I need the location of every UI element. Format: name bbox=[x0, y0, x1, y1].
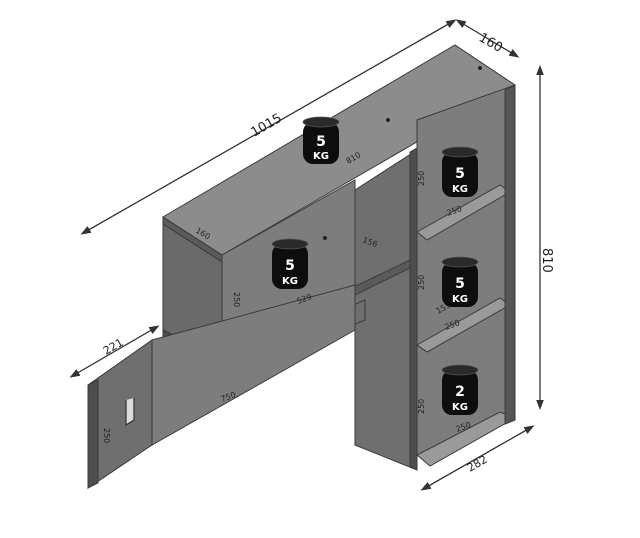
dim-hook-panel-depth: 221 bbox=[101, 336, 126, 358]
hook-panel-edge bbox=[87, 379, 99, 489]
weight-value: 5 bbox=[316, 134, 326, 150]
dim-hook-panel-height: 250 bbox=[102, 428, 111, 443]
dim-total-width: 1015 bbox=[249, 111, 285, 141]
weight-right-shelf-1: 5 KG bbox=[441, 146, 479, 197]
weight-unit: KG bbox=[282, 276, 298, 287]
right-column-right-panel bbox=[504, 84, 516, 425]
weight-right-shelf-3: 2 KG bbox=[441, 364, 479, 415]
weight-left-box: 5 KG bbox=[271, 238, 309, 289]
weight-top-shelf: 5 KG bbox=[302, 116, 340, 164]
weight-right-shelf-2: 5 KG bbox=[441, 256, 479, 307]
weight-unit: KG bbox=[452, 294, 468, 305]
dim-left-box-height: 250 bbox=[232, 292, 241, 307]
weight-unit: KG bbox=[452, 184, 468, 195]
weight-value: 5 bbox=[455, 166, 465, 182]
weight-value: 5 bbox=[285, 258, 295, 274]
dim-right-col-h1: 250 bbox=[417, 171, 426, 186]
weight-unit: KG bbox=[313, 151, 329, 162]
screw-dot bbox=[323, 236, 327, 240]
coat-hook-icon bbox=[125, 398, 135, 427]
dim-right-col-h2: 250 bbox=[417, 275, 426, 290]
screw-dot bbox=[478, 66, 482, 70]
dim-right-col-h3: 250 bbox=[417, 399, 426, 414]
weight-unit: KG bbox=[452, 402, 468, 413]
dim-depth: 160 bbox=[476, 30, 505, 55]
weight-value: 2 bbox=[455, 384, 465, 400]
weight-value: 5 bbox=[455, 276, 465, 292]
right-column-left-panel bbox=[409, 147, 418, 471]
dim-total-height: 810 bbox=[539, 248, 554, 273]
dim-right-col-base: 282 bbox=[465, 453, 490, 475]
screw-dot bbox=[386, 118, 390, 122]
hook-panel-long-face bbox=[151, 284, 356, 446]
